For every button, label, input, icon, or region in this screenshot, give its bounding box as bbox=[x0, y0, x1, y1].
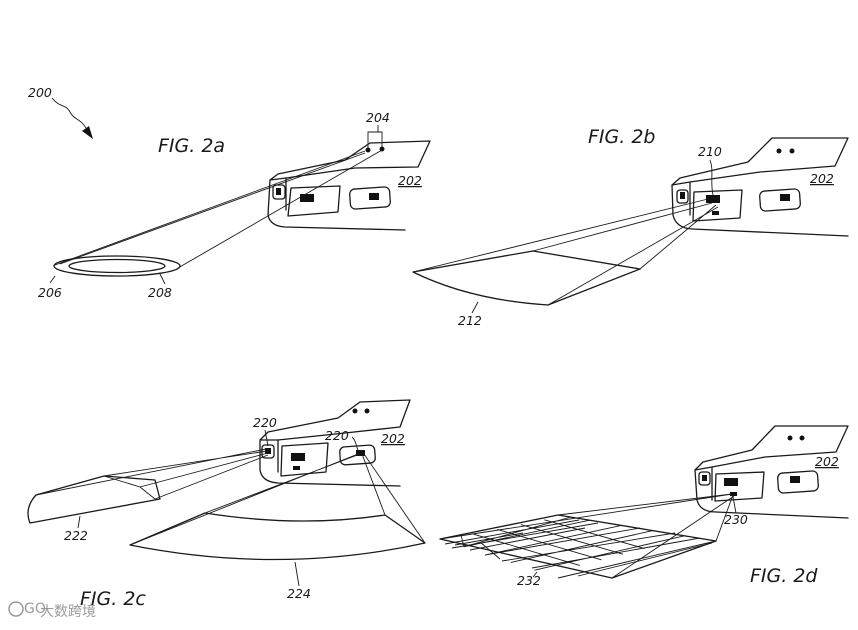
leader-230 bbox=[732, 496, 737, 514]
label-206: 206 bbox=[38, 285, 62, 300]
beam-line-2 bbox=[177, 149, 383, 269]
vehicle-bumper bbox=[671, 184, 849, 237]
headlight-sensor bbox=[702, 475, 707, 481]
grille bbox=[714, 471, 765, 502]
grille-sensor bbox=[291, 453, 305, 461]
vehicle-bumper bbox=[694, 469, 849, 519]
watermark-text: 大数跨境 bbox=[40, 604, 96, 620]
hood-dot bbox=[364, 408, 370, 414]
grille-sensor bbox=[293, 466, 300, 470]
grille-sensor bbox=[724, 478, 738, 486]
headlight-sensor bbox=[680, 192, 685, 199]
fog-light-sensor bbox=[369, 193, 379, 200]
beam-lines-front bbox=[129, 453, 426, 546]
sensor-230 bbox=[730, 492, 737, 496]
leader-200 bbox=[51, 97, 87, 129]
leader-208 bbox=[159, 273, 166, 285]
hood-dot bbox=[787, 435, 793, 441]
figure-2b: FIG. 2b 210 202 212 bbox=[412, 126, 849, 328]
label-202: 202 bbox=[381, 431, 405, 446]
label-230: 230 bbox=[724, 512, 748, 527]
grid-lines bbox=[444, 516, 717, 579]
ring-outer-206 bbox=[53, 255, 181, 277]
watermark-logo: GO bbox=[24, 601, 46, 617]
projected-area-212 bbox=[412, 250, 641, 306]
fog-light-sensor bbox=[790, 476, 800, 483]
vehicle-hood bbox=[694, 425, 849, 471]
label-212: 212 bbox=[458, 313, 482, 328]
vehicle-hood bbox=[671, 137, 849, 186]
leader-206 bbox=[49, 275, 56, 284]
hood-dot bbox=[776, 148, 782, 154]
label-200: 200 bbox=[28, 85, 52, 100]
label-224: 224 bbox=[287, 586, 311, 601]
label-202: 202 bbox=[815, 454, 839, 469]
label-202: 202 bbox=[398, 173, 422, 188]
label-204: 204 bbox=[366, 110, 390, 125]
leader-204 bbox=[367, 125, 383, 148]
fog-light bbox=[349, 186, 391, 210]
fig-2c-title: FIG. 2c bbox=[80, 588, 146, 610]
grille-sensor bbox=[712, 211, 719, 215]
label-202: 202 bbox=[810, 171, 834, 186]
leader-212 bbox=[471, 301, 479, 314]
vehicle-hood bbox=[269, 140, 431, 181]
fig-2b-title: FIG. 2b bbox=[588, 126, 655, 148]
watermark-logo-icon bbox=[8, 601, 24, 617]
headlight bbox=[676, 189, 689, 204]
hood-dot bbox=[352, 408, 358, 414]
grille-sensor bbox=[300, 194, 314, 202]
leader-220-right bbox=[351, 436, 359, 451]
projected-grid-232 bbox=[439, 514, 717, 579]
label-220-right: 220 bbox=[325, 428, 349, 443]
figure-2c: 220 220 202 222 224 FIG. 2c bbox=[27, 399, 426, 610]
leader-210 bbox=[709, 159, 714, 196]
beam-lines-left bbox=[35, 448, 269, 500]
leader-224 bbox=[294, 561, 300, 587]
sensor-204a bbox=[365, 147, 371, 153]
fog-light bbox=[777, 470, 819, 494]
sensor-220-left bbox=[265, 448, 271, 454]
figure-2a: 200 FIG. 2a 204 202 206 208 bbox=[28, 85, 431, 300]
beam-line-3 bbox=[59, 152, 366, 265]
beam-line-1 bbox=[54, 150, 366, 266]
sensor-220-right bbox=[356, 450, 365, 456]
label-232: 232 bbox=[517, 573, 541, 588]
vehicle-hood bbox=[259, 399, 411, 441]
hood-dot bbox=[789, 148, 795, 154]
grille bbox=[692, 189, 743, 222]
fig-2a-title: FIG. 2a bbox=[158, 135, 225, 157]
fog-light-sensor bbox=[780, 194, 790, 201]
label-210: 210 bbox=[698, 144, 722, 159]
watermark: GO 大数跨境 bbox=[8, 601, 96, 620]
headlight bbox=[272, 184, 286, 200]
hood-dot bbox=[799, 435, 805, 441]
grille bbox=[280, 442, 329, 477]
grid-outline bbox=[439, 514, 717, 579]
label-222: 222 bbox=[64, 528, 88, 543]
leader-220-left bbox=[264, 429, 269, 447]
beam-lines bbox=[412, 198, 719, 306]
grille bbox=[287, 185, 341, 217]
vehicle-bumper bbox=[267, 179, 406, 231]
leader-222 bbox=[77, 515, 81, 529]
figure-2d: 202 230 232 FIG. 2d bbox=[439, 425, 849, 588]
ring-inner-208 bbox=[68, 258, 166, 274]
projected-area-224 bbox=[129, 512, 426, 561]
label-208: 208 bbox=[148, 285, 172, 300]
headlight-sensor bbox=[276, 188, 281, 195]
fog-light bbox=[759, 188, 801, 212]
beam-lines bbox=[439, 493, 735, 579]
leader-232 bbox=[532, 571, 538, 578]
fig-2d-title: FIG. 2d bbox=[750, 565, 818, 587]
zone-222-edge bbox=[103, 475, 156, 500]
projected-area-222 bbox=[27, 475, 161, 524]
sensor-210 bbox=[706, 195, 720, 203]
label-220-left: 220 bbox=[253, 415, 277, 430]
vehicle-bumper bbox=[259, 439, 401, 487]
headlight bbox=[698, 471, 711, 486]
arrowhead-200 bbox=[82, 126, 93, 139]
